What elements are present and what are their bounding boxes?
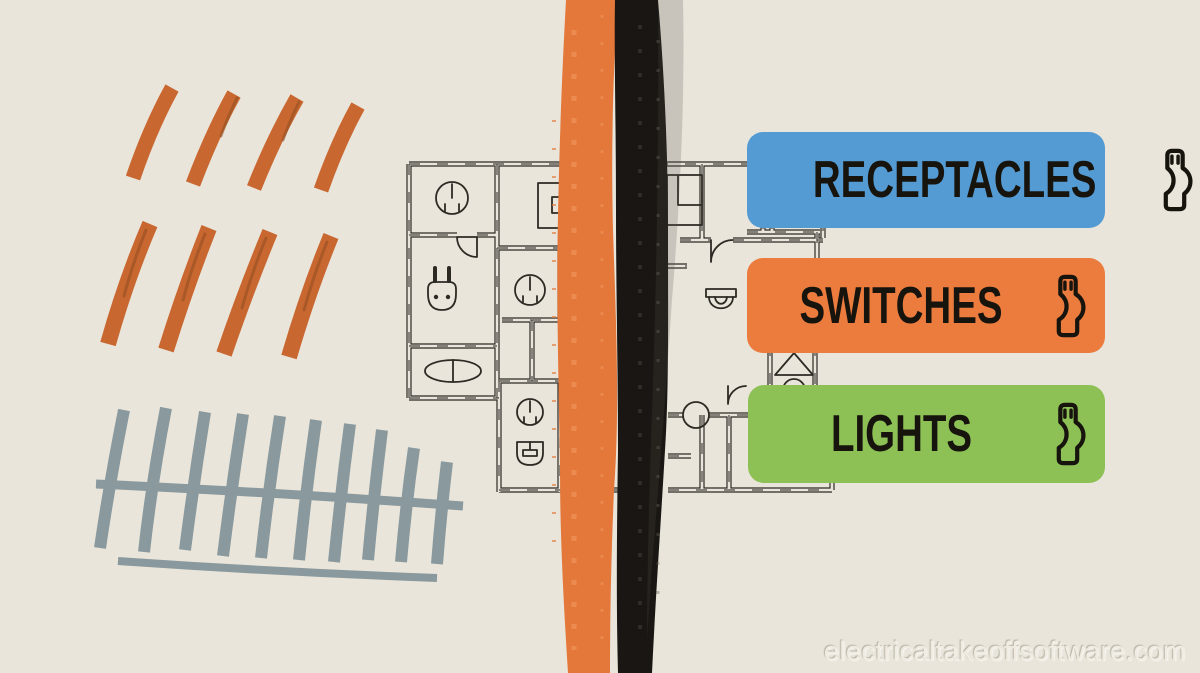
door-swing-symbol <box>727 385 747 405</box>
tally-underline-stroke <box>117 557 438 582</box>
black-brush-stroke <box>614 0 684 673</box>
legend-label-switches: SWITCHES <box>799 276 1003 335</box>
receptacle-outlet-symbol <box>435 181 469 215</box>
toilet-symbol <box>705 288 737 310</box>
junction-circle-symbol <box>682 401 710 429</box>
receptacle-outlet-symbol <box>514 274 546 306</box>
legend-label-receptacles: RECEPTACLES <box>812 151 1097 209</box>
door-swing-symbol <box>710 239 734 263</box>
watermark: electricaltakeoffsoftware.com <box>823 636 1186 666</box>
plug-icon <box>1163 148 1193 212</box>
legend-pill-lights: LIGHTS <box>748 385 1105 483</box>
floor-plan <box>409 164 832 492</box>
orange-tally-ink-streaks <box>122 96 329 312</box>
orange-tally-marks <box>100 84 365 360</box>
plug-symbol <box>427 266 457 311</box>
slate-tally-marks <box>94 406 464 582</box>
plug-icon <box>1056 274 1086 337</box>
door-swing-symbol <box>456 236 478 258</box>
wall-outlet-symbol <box>516 441 544 466</box>
legend-pill-receptacles: RECEPTACLES <box>747 132 1193 228</box>
plug-icon <box>1056 402 1086 466</box>
legend-pill-switches: SWITCHES <box>747 258 1105 353</box>
receptacle-outlet-symbol <box>516 398 544 426</box>
bathtub-symbol <box>424 359 482 383</box>
orange-brush-stroke <box>552 0 623 673</box>
legend-label-lights: LIGHTS <box>830 405 973 463</box>
tally-cross-stroke <box>95 479 464 511</box>
